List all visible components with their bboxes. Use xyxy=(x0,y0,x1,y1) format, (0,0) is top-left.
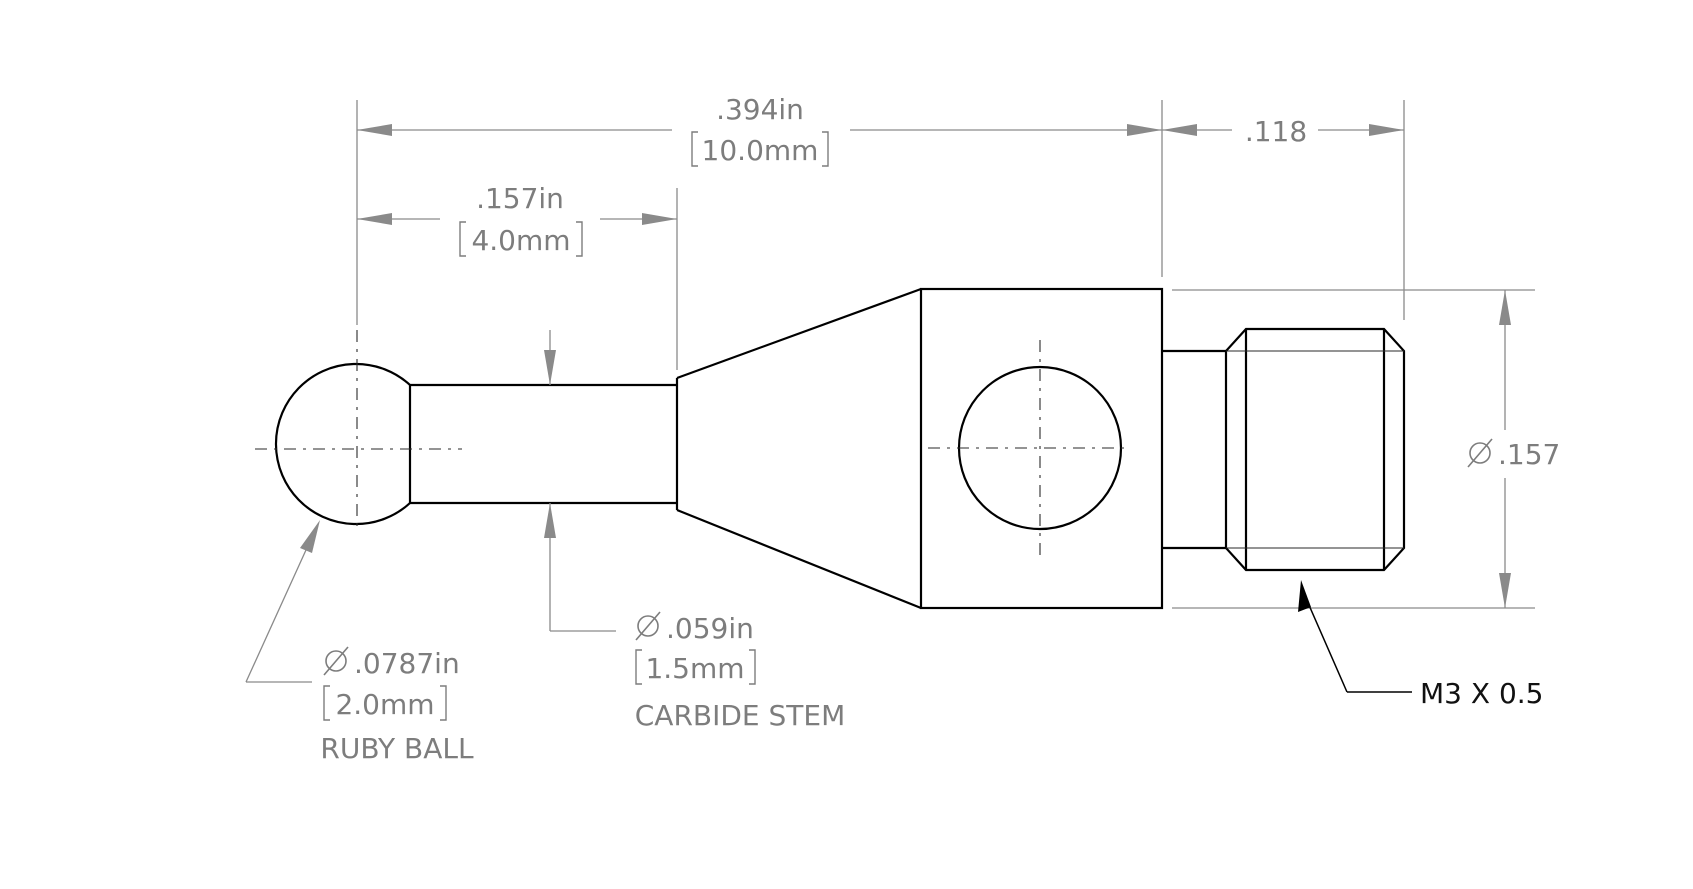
arrowhead xyxy=(1369,124,1404,136)
ruby-ball-label: RUBY BALL xyxy=(320,732,474,765)
arrowhead xyxy=(357,213,392,225)
part-outline xyxy=(274,287,1406,610)
diameter-symbol xyxy=(635,611,661,641)
arrowhead xyxy=(1127,124,1162,136)
leader-line xyxy=(1304,595,1348,693)
body-block xyxy=(919,287,1164,610)
carbide-stem-metric: 1.5mm xyxy=(645,652,744,685)
arrowhead xyxy=(1499,290,1511,325)
bracket xyxy=(822,131,829,167)
ball-to-cone-inch: .157in xyxy=(476,182,564,215)
arrowhead xyxy=(642,213,677,225)
ruby-ball-metric: 2.0mm xyxy=(335,688,434,721)
arrowhead xyxy=(1298,580,1311,612)
overall-length-metric: 10.0mm xyxy=(702,134,819,167)
arrowhead xyxy=(544,503,556,538)
callout-thread: M3 X 0.5 xyxy=(1298,580,1543,710)
thread-spec-label: M3 X 0.5 xyxy=(1420,677,1543,710)
leader-line xyxy=(245,527,317,683)
arrowhead xyxy=(1162,124,1197,136)
bracket xyxy=(459,221,466,257)
bracket xyxy=(440,685,447,721)
bracket xyxy=(576,221,583,257)
carbide-stem-label: CARBIDE STEM xyxy=(635,699,846,732)
diameter-symbol xyxy=(1467,438,1493,468)
arrowhead xyxy=(357,124,392,136)
bracket xyxy=(749,649,756,685)
dim-overall-length: .394in 10.0mm xyxy=(357,93,1162,167)
dim-thread-length: .118 xyxy=(1162,115,1404,148)
cone-bottom-edge xyxy=(676,508,922,610)
ball-to-cone-metric: 4.0mm xyxy=(471,224,570,257)
bracket xyxy=(323,685,330,721)
bracket xyxy=(691,131,698,167)
carbide-stem-inch: .059in xyxy=(666,612,754,645)
callout-carbide-stem: .059in 1.5mm CARBIDE STEM xyxy=(635,611,846,732)
thread-length-inch: .118 xyxy=(1245,115,1307,148)
arrowhead xyxy=(300,520,320,553)
diameter-symbol xyxy=(323,646,349,676)
arrowhead xyxy=(1499,573,1511,608)
ruby-ball-inch: .0787in xyxy=(354,647,460,680)
dim-stem-diameter-arrows xyxy=(544,330,616,632)
extension-lines xyxy=(356,100,1535,609)
cone-top-edge xyxy=(676,287,922,380)
body-diameter-inch: .157 xyxy=(1498,438,1560,471)
dim-ball-to-cone: .157in 4.0mm xyxy=(357,182,677,257)
threaded-end xyxy=(1224,327,1406,572)
bracket xyxy=(635,649,642,685)
ruby-ball xyxy=(274,362,411,526)
center-lines xyxy=(255,330,1126,562)
overall-length-inch: .394in xyxy=(716,93,804,126)
callout-ruby-ball: .0787in 2.0mm RUBY BALL xyxy=(245,520,474,765)
arrowhead xyxy=(544,350,556,385)
dim-body-diameter: .157 xyxy=(1467,290,1560,608)
